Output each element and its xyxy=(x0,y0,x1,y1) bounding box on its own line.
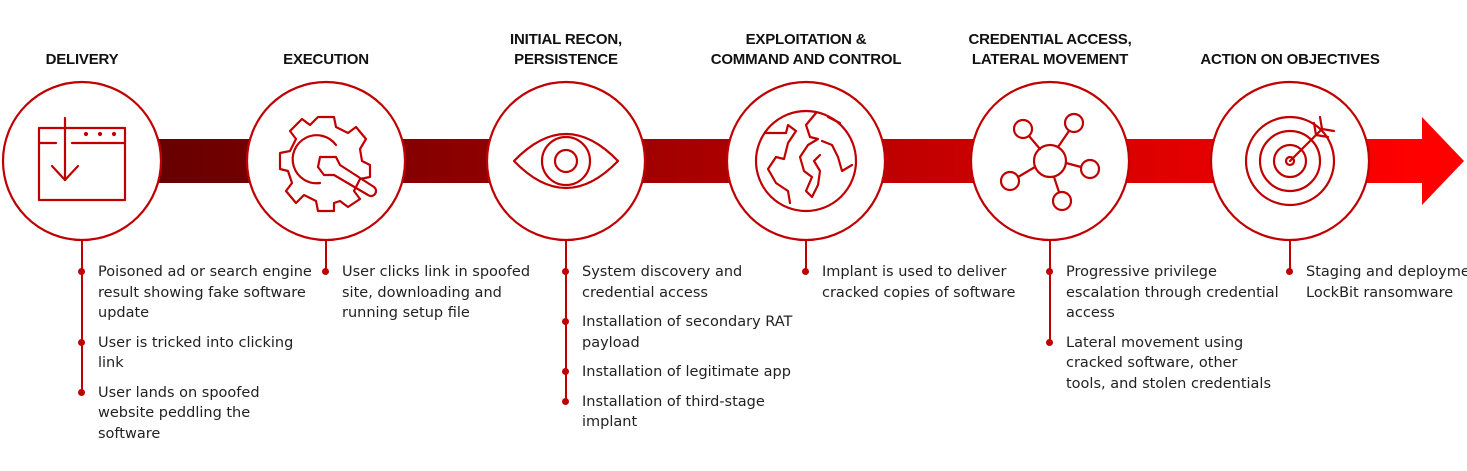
stage-circle xyxy=(485,80,647,242)
bullet-dot xyxy=(1046,268,1053,275)
bullet-dot xyxy=(78,388,85,396)
globe-icon xyxy=(754,109,858,213)
stage-title: INITIAL RECON, PERSISTENCE xyxy=(446,30,686,70)
stage-title: EXECUTION xyxy=(206,50,446,70)
stage-circle xyxy=(245,80,407,242)
stage-title-line: DELIVERY xyxy=(45,51,119,68)
bullet-dot xyxy=(562,268,569,275)
target-icon xyxy=(1244,115,1336,207)
bullet-dot xyxy=(1286,268,1293,275)
bullet-dot xyxy=(562,368,569,375)
stage-title-line: PERSISTENCE xyxy=(514,51,618,68)
bullet-text: User lands on spoofed website peddling t… xyxy=(98,384,260,442)
list-item: Progressive privilege escalation through… xyxy=(1046,262,1281,324)
bullet-dot xyxy=(802,268,809,275)
list-item: Installation of third-stage implant xyxy=(562,392,797,433)
list-item: User clicks link in spoofed site, downlo… xyxy=(322,262,557,324)
list-item: Lateral movement using cracked software,… xyxy=(1046,333,1281,395)
stage-title: ACTION ON OBJECTIVES xyxy=(1170,50,1410,70)
bullet-text: System discovery and credential access xyxy=(582,264,743,301)
stage-title-line: ACTION ON OBJECTIVES xyxy=(1200,51,1380,68)
stage-bullet-list: Progressive privilege escalation through… xyxy=(1046,262,1281,403)
stage-bullet-list: Staging and deployment of LockBit ransom… xyxy=(1286,262,1467,312)
bullet-dot xyxy=(1046,338,1053,346)
bullet-text: Staging and deployment of LockBit ransom… xyxy=(1306,264,1467,301)
stage-title: DELIVERY xyxy=(0,50,202,70)
stage-title-line: EXPLOITATION & xyxy=(745,31,867,48)
stage-title-line: LATERAL MOVEMENT xyxy=(971,51,1129,68)
stage-title-line: INITIAL RECON, xyxy=(510,31,622,48)
stage-title-line: COMMAND AND CONTROL xyxy=(710,51,902,68)
bullet-text: Installation of third-stage implant xyxy=(582,393,765,431)
bullet-dot xyxy=(322,268,329,275)
stage-title-line: EXECUTION xyxy=(283,51,369,68)
eye-icon xyxy=(512,132,620,190)
list-item: Installation of legitimate app xyxy=(562,362,797,383)
stage-circle xyxy=(725,80,887,242)
bullet-dot xyxy=(562,318,569,325)
list-item: Installation of secondary RAT payload xyxy=(562,312,797,353)
stage-circle xyxy=(1,80,163,242)
stage-title: CREDENTIAL ACCESS, LATERAL MOVEMENT xyxy=(930,30,1170,70)
bullet-text: Lateral movement using cracked software,… xyxy=(1066,334,1272,392)
bullet-text: Installation of secondary RAT payload xyxy=(582,314,793,351)
list-item: User lands on spoofed website peddling t… xyxy=(78,383,313,445)
stage-bullet-list: Poisoned ad or search engine result show… xyxy=(78,262,313,453)
bullet-text: Progressive privilege escalation through… xyxy=(1066,264,1279,321)
bullet-dot xyxy=(562,397,569,405)
bullet-text: User clicks link in spoofed site, downlo… xyxy=(342,264,531,321)
bullet-text: Implant is used to deliver cracked copie… xyxy=(822,264,1016,301)
list-item: Staging and deployment of LockBit ransom… xyxy=(1286,262,1467,303)
bullet-dot xyxy=(78,268,85,275)
bullet-text: Poisoned ad or search engine result show… xyxy=(98,264,312,321)
browser-download-icon xyxy=(37,116,127,202)
stage-circle xyxy=(969,80,1131,242)
network-icon xyxy=(999,112,1101,212)
stage-title-line: CREDENTIAL ACCESS, xyxy=(968,31,1132,48)
bullet-dot xyxy=(78,338,85,346)
list-item: Implant is used to deliver cracked copie… xyxy=(802,262,1037,303)
list-item: User is tricked into clicking link xyxy=(78,333,313,374)
stage-title: EXPLOITATION & COMMAND AND CONTROL xyxy=(686,30,926,70)
gear-wrench-icon xyxy=(278,115,378,213)
list-item: System discovery and credential access xyxy=(562,262,797,303)
stage-bullet-list: User clicks link in spoofed site, downlo… xyxy=(322,262,557,333)
bullet-text: User is tricked into clicking link xyxy=(98,334,294,372)
bullet-text: Installation of legitimate app xyxy=(582,364,791,380)
stage-bullet-list: Implant is used to deliver cracked copie… xyxy=(802,262,1037,312)
list-item: Poisoned ad or search engine result show… xyxy=(78,262,313,324)
